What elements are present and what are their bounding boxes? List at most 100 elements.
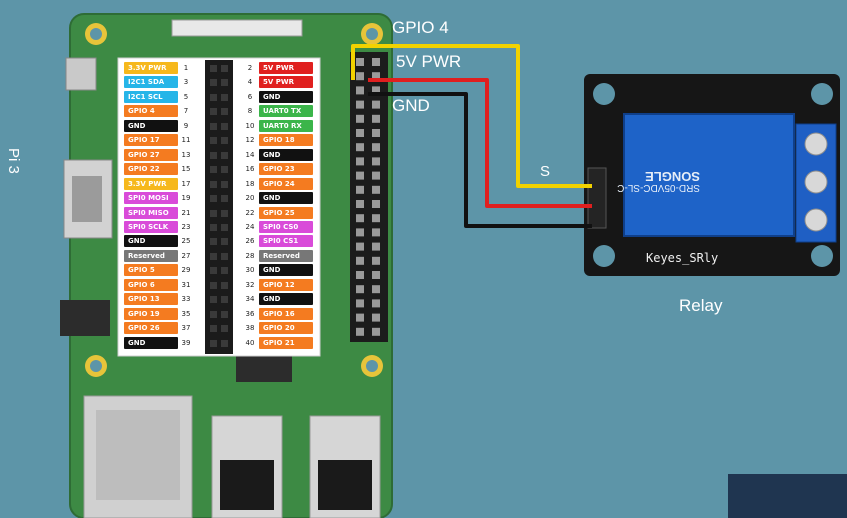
pin-number: 25: [181, 237, 191, 246]
pin-dot: [210, 79, 217, 87]
mounting-hole: [811, 83, 833, 105]
header-pin: [372, 58, 380, 66]
pin-label-left: I2C1 SDA: [124, 76, 178, 89]
pin-label-left: GPIO 17: [124, 134, 178, 147]
pin-number: 10: [245, 121, 255, 130]
header-pin: [372, 242, 380, 251]
header-pin: [356, 242, 364, 251]
pin-dot: [221, 310, 228, 318]
header-pin: [356, 100, 364, 109]
pin-dot: [221, 281, 228, 289]
gpio-header: [350, 52, 388, 342]
pin-label-left: GND: [124, 336, 178, 349]
header-pin: [356, 58, 364, 66]
pin-number: 12: [245, 136, 255, 145]
pin-label-right: GPIO 24: [259, 177, 313, 190]
screw-icon: [804, 208, 828, 232]
pin-label-left: GPIO 5: [124, 264, 178, 277]
screw-icon: [804, 132, 828, 156]
relay-component: [623, 113, 795, 237]
pin-number: 22: [245, 208, 255, 217]
header-pin: [372, 72, 380, 81]
pin-dot: [221, 296, 228, 304]
pin-label-left: GPIO 26: [124, 322, 178, 335]
header-pin: [356, 327, 364, 336]
pin-label-left: GND: [124, 235, 178, 248]
relay-label: Relay: [679, 296, 723, 315]
pin-number: 18: [245, 179, 255, 188]
pin-label-right: GND: [259, 148, 313, 161]
pin-number: 9: [183, 121, 189, 130]
pin-label-right: GPIO 23: [259, 163, 313, 176]
pin-number: 13: [181, 150, 191, 159]
header-pin: [372, 313, 380, 322]
pin-label-left: GPIO 27: [124, 148, 178, 161]
pin-number: 33: [181, 295, 191, 304]
header-pin: [372, 129, 380, 137]
pin-label-right: GPIO 12: [259, 278, 313, 291]
header-pin: [372, 185, 380, 194]
header-pin: [356, 72, 364, 81]
pin-dot: [210, 252, 217, 260]
pi-label: Pi 3: [5, 148, 22, 174]
pin-label-right: GPIO 25: [259, 206, 313, 219]
header-pin: [372, 200, 380, 208]
relay-input-pins: [587, 167, 607, 229]
mounting-hole: [811, 245, 833, 267]
pin-dot: [210, 137, 217, 145]
soc-chip: [236, 352, 292, 382]
pin-label-left: GPIO 22: [124, 163, 178, 176]
pin-label-right: SPI0 CS1: [259, 235, 313, 248]
pin-label-left: 3.3V PWR: [124, 62, 178, 74]
pin-number: 1: [183, 64, 189, 72]
pin-number: 24: [245, 222, 255, 231]
pin-dot: [210, 267, 217, 275]
header-pin: [356, 228, 364, 237]
pin-label-left: SPI0 MISO: [124, 206, 178, 219]
header-pin: [372, 285, 380, 294]
header-pin: [356, 271, 364, 279]
pin-dot: [210, 281, 217, 289]
ground-wire: [368, 92, 592, 228]
pin-dot: [210, 151, 217, 159]
pin-number: 32: [245, 280, 255, 289]
header-pin: [356, 200, 364, 208]
pin-number: 21: [181, 208, 191, 217]
pin-dot: [210, 122, 217, 130]
micro-usb-port: [65, 57, 97, 91]
pin-number: 30: [245, 266, 255, 275]
header-pin: [372, 100, 380, 109]
header-pin: [372, 86, 380, 95]
pin-number: 19: [181, 194, 191, 203]
pin-label-left: Reserved: [124, 249, 178, 262]
pin-label-right: GND: [259, 264, 313, 277]
pin-dot: [221, 108, 228, 116]
header-pin: [356, 185, 364, 194]
pin-dot: [210, 296, 217, 304]
pin-number: 28: [245, 251, 255, 260]
pin-dot: [221, 209, 228, 217]
header-pin: [372, 143, 380, 152]
pin-number: 14: [245, 150, 255, 159]
pin-number: 4: [247, 78, 253, 87]
pin-number: 26: [245, 237, 255, 246]
pin-number: 38: [245, 324, 255, 333]
pin-dot: [210, 223, 217, 231]
pin-number: 3: [183, 78, 189, 87]
header-pin: [372, 214, 380, 223]
pin-dot: [221, 238, 228, 246]
pin-number: 31: [181, 280, 191, 289]
header-pin: [372, 157, 380, 166]
pin-dot: [221, 79, 228, 87]
header-pin: [372, 327, 380, 336]
pin-dot: [221, 65, 228, 72]
pin-number: 37: [181, 324, 191, 333]
corner-overlay: [728, 474, 847, 518]
pin-dot: [221, 151, 228, 159]
pin-number: 23: [181, 222, 191, 231]
pin-dot: [210, 310, 217, 318]
pin-label-right: GND: [259, 192, 313, 205]
header-pin: [356, 157, 364, 166]
pin-dot: [221, 195, 228, 203]
pin-dot: [210, 166, 217, 174]
